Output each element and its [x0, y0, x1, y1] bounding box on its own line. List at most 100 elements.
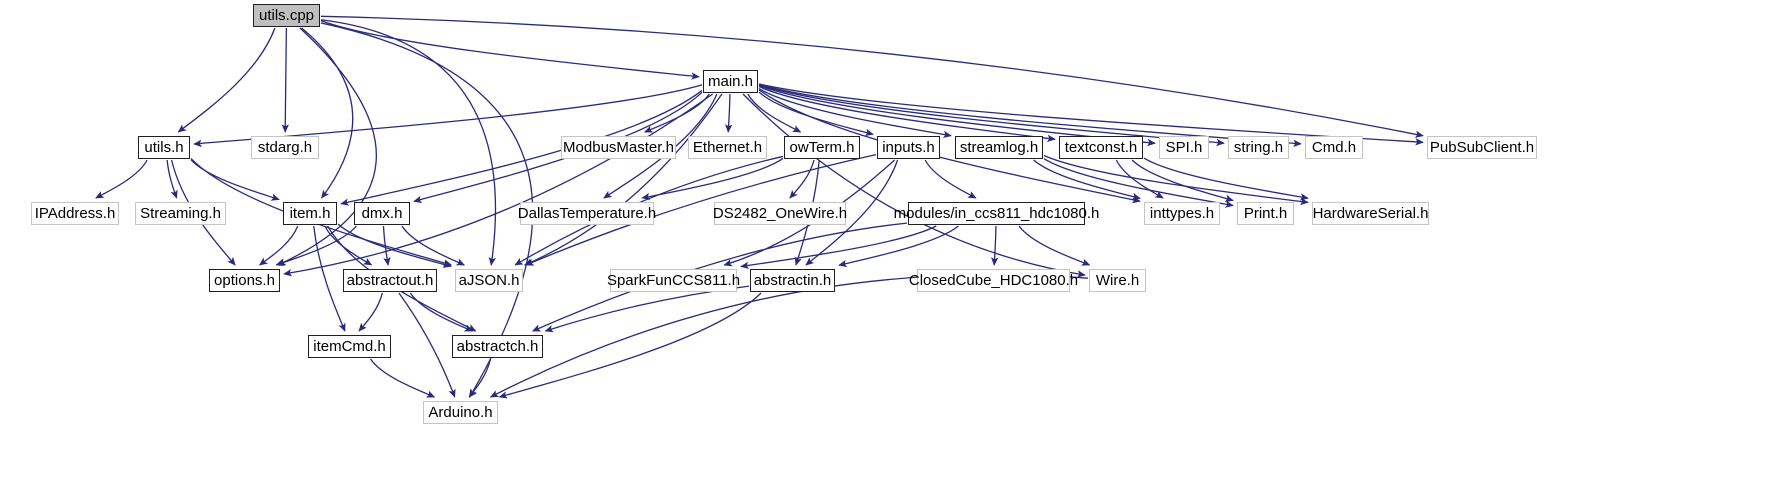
graph-node-inputs-h[interactable]: inputs.h: [877, 136, 940, 159]
graph-edge-item-h-to-abstractout-h: [324, 225, 373, 266]
graph-edge-abstractch-h-to-arduino-h: [468, 358, 492, 398]
graph-node-label: HardwareSerial.h: [1312, 205, 1429, 222]
graph-node-label: Cmd.h: [1311, 139, 1357, 156]
graph-edge-utils-cpp-to-item-h: [301, 27, 354, 199]
graph-edge-modules-in-ccs811-hdc1080-h-to-abstractin-h: [838, 225, 959, 268]
graph-edge-itemcmd-h-to-arduino-h: [369, 358, 436, 398]
graph-edge-modules-in-ccs811-hdc1080-h-to-closedcube-hdc1080-h: [990, 225, 999, 266]
graph-edge-main-h-to-item-h: [340, 89, 703, 206]
graph-node-dmx-h[interactable]: dmx.h: [354, 202, 410, 225]
graph-node-label: Ethernet.h: [692, 139, 763, 156]
graph-node-label: abstractout.h: [346, 272, 434, 289]
graph-node-label: IPAddress.h: [34, 205, 116, 222]
graph-edge-main-h-to-streamlog-h: [758, 87, 952, 139]
graph-edge-utils-h-to-ipaddress-h: [95, 159, 148, 199]
graph-node-print-h[interactable]: Print.h: [1237, 202, 1294, 225]
graph-edge-main-h-to-string-h: [758, 84, 1225, 147]
graph-node-sparkfunccs811-h[interactable]: SparkFunCCS811.h: [606, 269, 741, 292]
graph-node-label: SPI.h: [1165, 139, 1203, 156]
graph-node-ethernet-h[interactable]: Ethernet.h: [688, 136, 767, 159]
graph-node-label: abstractch.h: [456, 338, 539, 355]
graph-node-label: utils.cpp: [258, 7, 315, 24]
graph-node-textconst-h[interactable]: textconst.h: [1059, 136, 1143, 159]
graph-edge-abstractin-h-to-arduino-h: [498, 292, 762, 399]
graph-node-closedcube-hdc1080-h[interactable]: ClosedCube_HDC1080.h: [909, 269, 1078, 292]
graph-node-main-h[interactable]: main.h: [703, 70, 758, 93]
graph-edge-main-h-to-ethernet-h: [724, 93, 733, 133]
graph-node-abstractout-h[interactable]: abstractout.h: [343, 269, 437, 292]
graph-edge-modules-in-ccs811-hdc1080-h-to-abstractch-h: [531, 222, 908, 332]
graph-node-label: main.h: [707, 73, 754, 90]
graph-edge-modules-in-ccs811-hdc1080-h-to-wire-h: [1018, 225, 1091, 266]
graph-node-ipaddress-h[interactable]: IPAddress.h: [31, 202, 119, 225]
graph-node-inttypes-h[interactable]: inttypes.h: [1144, 202, 1220, 225]
graph-node-ds2482-onewire-h[interactable]: DS2482_OneWire.h: [713, 202, 847, 225]
graph-node-label: modules/in_ccs811_hdc1080.h: [893, 205, 1100, 222]
graph-node-label: utils.h: [144, 139, 184, 156]
graph-edge-modules-in-ccs811-hdc1080-h-to-sparkfunccs811-h: [740, 225, 937, 270]
graph-node-owterm-h[interactable]: owTerm.h: [784, 136, 860, 159]
graph-node-label: SparkFunCCS811.h: [606, 272, 741, 289]
graph-edge-abstractout-h-to-arduino-h: [398, 292, 456, 398]
graph-edge-utils-cpp-to-stdarg-h: [281, 27, 290, 133]
graph-node-label: DallasTemperature.h: [517, 205, 657, 222]
graph-node-label: dmx.h: [361, 205, 403, 222]
graph-edge-abstractin-h-to-abstractch-h: [544, 285, 750, 333]
graph-node-label: Streaming.h: [140, 205, 221, 222]
graph-node-item-h[interactable]: item.h: [283, 202, 337, 225]
graph-node-pubsubclient-h[interactable]: PubSubClient.h: [1427, 136, 1537, 159]
graph-node-label: string.h: [1233, 139, 1284, 156]
graph-node-wire-h[interactable]: Wire.h: [1089, 269, 1146, 292]
graph-node-spi-h[interactable]: SPI.h: [1159, 136, 1209, 159]
graph-node-utils-cpp[interactable]: utils.cpp: [253, 4, 320, 27]
graph-node-label: inputs.h: [882, 139, 935, 156]
graph-node-arduino-h[interactable]: Arduino.h: [423, 401, 498, 424]
graph-node-label: options.h: [214, 272, 275, 289]
graph-edge-dmx-h-to-ajson-h: [401, 225, 466, 266]
graph-node-abstractch-h[interactable]: abstractch.h: [452, 335, 543, 358]
graph-node-string-h[interactable]: string.h: [1228, 136, 1289, 159]
graph-edge-utils-h-to-item-h: [190, 159, 280, 201]
graph-edge-main-h-to-ajson-h: [523, 93, 723, 266]
graph-node-itemcmd-h[interactable]: itemCmd.h: [308, 335, 391, 358]
graph-node-modbusmaster-h[interactable]: ModbusMaster.h: [561, 136, 676, 159]
graph-edge-streamlog-h-to-hardwareserial-h: [1043, 154, 1309, 206]
graph-edge-textconst-h-to-inttypes-h: [1115, 159, 1164, 199]
graph-node-label: aJSON.h: [458, 272, 520, 289]
graph-node-dallastemperature-h[interactable]: DallasTemperature.h: [517, 202, 657, 225]
graph-edge-utils-cpp-to-options-h: [277, 27, 377, 266]
graph-edge-streamlog-h-to-inttypes-h: [1033, 159, 1141, 201]
graph-node-modules-in-ccs811-hdc1080-h[interactable]: modules/in_ccs811_hdc1080.h: [894, 202, 1099, 225]
graph-node-hardwareserial-h[interactable]: HardwareSerial.h: [1312, 202, 1429, 225]
graph-node-abstractin-h[interactable]: abstractin.h: [750, 269, 835, 292]
graph-edge-abstractout-h-to-itemcmd-h: [358, 292, 383, 332]
graph-node-label: owTerm.h: [789, 139, 855, 156]
graph-node-label: streamlog.h: [959, 139, 1039, 156]
graph-edge-inputs-h-to-sparkfunccs811-h: [723, 159, 896, 267]
graph-node-label: stdarg.h: [257, 139, 313, 156]
graph-edge-item-h-to-itemcmd-h: [313, 225, 346, 332]
graph-edge-main-h-to-textconst-h: [758, 85, 1056, 143]
graph-node-label: abstractin.h: [753, 272, 832, 289]
graph-edge-utils-cpp-to-pubsubclient-h: [320, 15, 1424, 138]
graph-node-stdarg-h[interactable]: stdarg.h: [251, 136, 319, 159]
graph-node-ajson-h[interactable]: aJSON.h: [455, 269, 523, 292]
graph-edge-main-h-to-wire-h: [742, 93, 1086, 278]
graph-node-label: PubSubClient.h: [1429, 139, 1535, 156]
graph-node-label: itemCmd.h: [313, 338, 386, 355]
graph-node-options-h[interactable]: options.h: [209, 269, 280, 292]
graph-node-cmd-h[interactable]: Cmd.h: [1305, 136, 1363, 159]
graph-node-streamlog-h[interactable]: streamlog.h: [955, 136, 1043, 159]
graph-edge-owterm-h-to-ajson-h: [514, 155, 784, 266]
graph-node-label: Print.h: [1243, 205, 1288, 222]
graph-node-streaming-h[interactable]: Streaming.h: [135, 202, 226, 225]
graph-edge-dmx-h-to-options-h: [275, 225, 357, 267]
graph-node-utils-h[interactable]: utils.h: [138, 136, 190, 159]
graph-node-label: inttypes.h: [1149, 205, 1215, 222]
graph-node-label: Wire.h: [1095, 272, 1140, 289]
graph-edge-main-h-to-options-h: [283, 93, 714, 277]
graph-edge-inputs-h-to-abstractin-h: [805, 159, 899, 266]
graph-edge-inputs-h-to-modules-in-ccs811-hdc1080-h: [924, 159, 977, 199]
graph-edge-utils-cpp-to-ajson-h: [320, 19, 497, 266]
graph-edge-inputs-h-to-ajson-h: [525, 154, 877, 266]
